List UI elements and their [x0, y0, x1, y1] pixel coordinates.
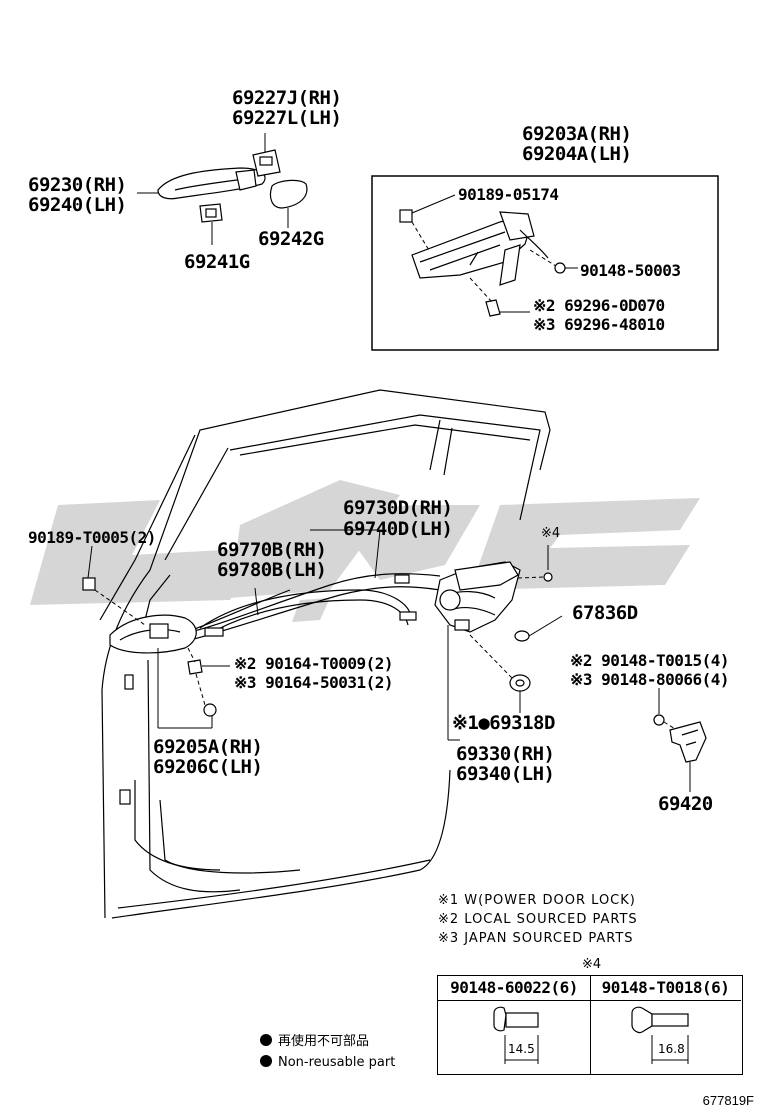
- legend-dot-icon: [260, 1034, 272, 1046]
- table-divider: [590, 976, 591, 1074]
- label-90189-t0005: 90189-T0005(2): [28, 528, 156, 547]
- label-69730-lh: 69740D(LH): [343, 518, 453, 540]
- label-69227-lh: 69227L(LH): [232, 107, 342, 129]
- label-67836: 67836D: [572, 602, 638, 624]
- label-69770-lh: 69780B(LH): [217, 559, 327, 581]
- table-title: ※4: [582, 957, 602, 972]
- frame-inset-box: [371, 175, 719, 351]
- note-1: ※1 W(POWER DOOR LOCK): [438, 893, 636, 908]
- label-69330-rh: 69330(RH): [456, 743, 555, 765]
- striker-drawing: [653, 688, 707, 792]
- door-shell-drawing: [99, 389, 551, 919]
- label-69296-local: ※2 69296-0D070: [533, 296, 665, 315]
- label-90164-japan: ※3 90164-50031(2): [234, 673, 394, 692]
- dim-left: 14.5: [508, 1042, 535, 1056]
- label-69227-rh: 69227J(RH): [232, 87, 342, 109]
- legend-jp: 再使用不可部品: [260, 1032, 369, 1052]
- label-69730-rh: 69730D(RH): [343, 497, 453, 519]
- note-3: ※3 JAPAN SOURCED PARTS: [438, 931, 634, 946]
- label-69203-lh: 69204A(LH): [522, 143, 632, 165]
- label-69205-lh: 69206C(LH): [153, 756, 263, 778]
- cables-drawing: [189, 529, 441, 641]
- table-header-left: 90148-60022(6): [438, 976, 590, 1001]
- label-69230-rh: 69230(RH): [28, 174, 127, 196]
- label-69770-rh: 69770B(RH): [217, 539, 327, 561]
- label-69203-rh: 69203A(RH): [522, 123, 632, 145]
- outside-handle-drawing: [137, 133, 308, 245]
- label-69242: 69242G: [258, 228, 324, 250]
- note-2: ※2 LOCAL SOURCED PARTS: [438, 912, 638, 927]
- label-star4: ※4: [541, 526, 561, 541]
- label-69230-lh: 69240(LH): [28, 194, 127, 216]
- handle-frame-drawing: [399, 194, 578, 317]
- label-69330-lh: 69340(LH): [456, 763, 555, 785]
- legend-en: Non-reusable part: [260, 1053, 395, 1073]
- label-90189-05174: 90189-05174: [458, 185, 559, 204]
- label-69241: 69241G: [184, 251, 250, 273]
- label-69420: 69420: [658, 793, 713, 815]
- label-69318: ※1●69318D: [452, 712, 555, 734]
- table-header-right: 90148-T0018(6): [590, 976, 741, 1001]
- label-90148-t0015-local: ※2 90148-T0015(4): [570, 651, 730, 670]
- label-69205-rh: 69205A(RH): [153, 736, 263, 758]
- lock-assembly-drawing: [434, 545, 563, 741]
- legend-dot-icon: [260, 1055, 272, 1067]
- inside-handle-drawing: [82, 545, 230, 729]
- bolt-drawings: [493, 1006, 689, 1064]
- dim-right: 16.8: [658, 1042, 685, 1056]
- label-90148-t0015-japan: ※3 90148-80066(4): [570, 670, 730, 689]
- bolt-table: 90148-60022(6) 90148-T0018(6): [437, 975, 743, 1075]
- label-90164-local: ※2 90164-T0009(2): [234, 654, 394, 673]
- legend-en-text: Non-reusable part: [278, 1055, 396, 1070]
- label-69296-japan: ※3 69296-48010: [533, 315, 665, 334]
- diagram-code: 677819F: [702, 1093, 754, 1108]
- legend-jp-text: 再使用不可部品: [278, 1034, 370, 1049]
- label-90148-50003: 90148-50003: [580, 261, 681, 280]
